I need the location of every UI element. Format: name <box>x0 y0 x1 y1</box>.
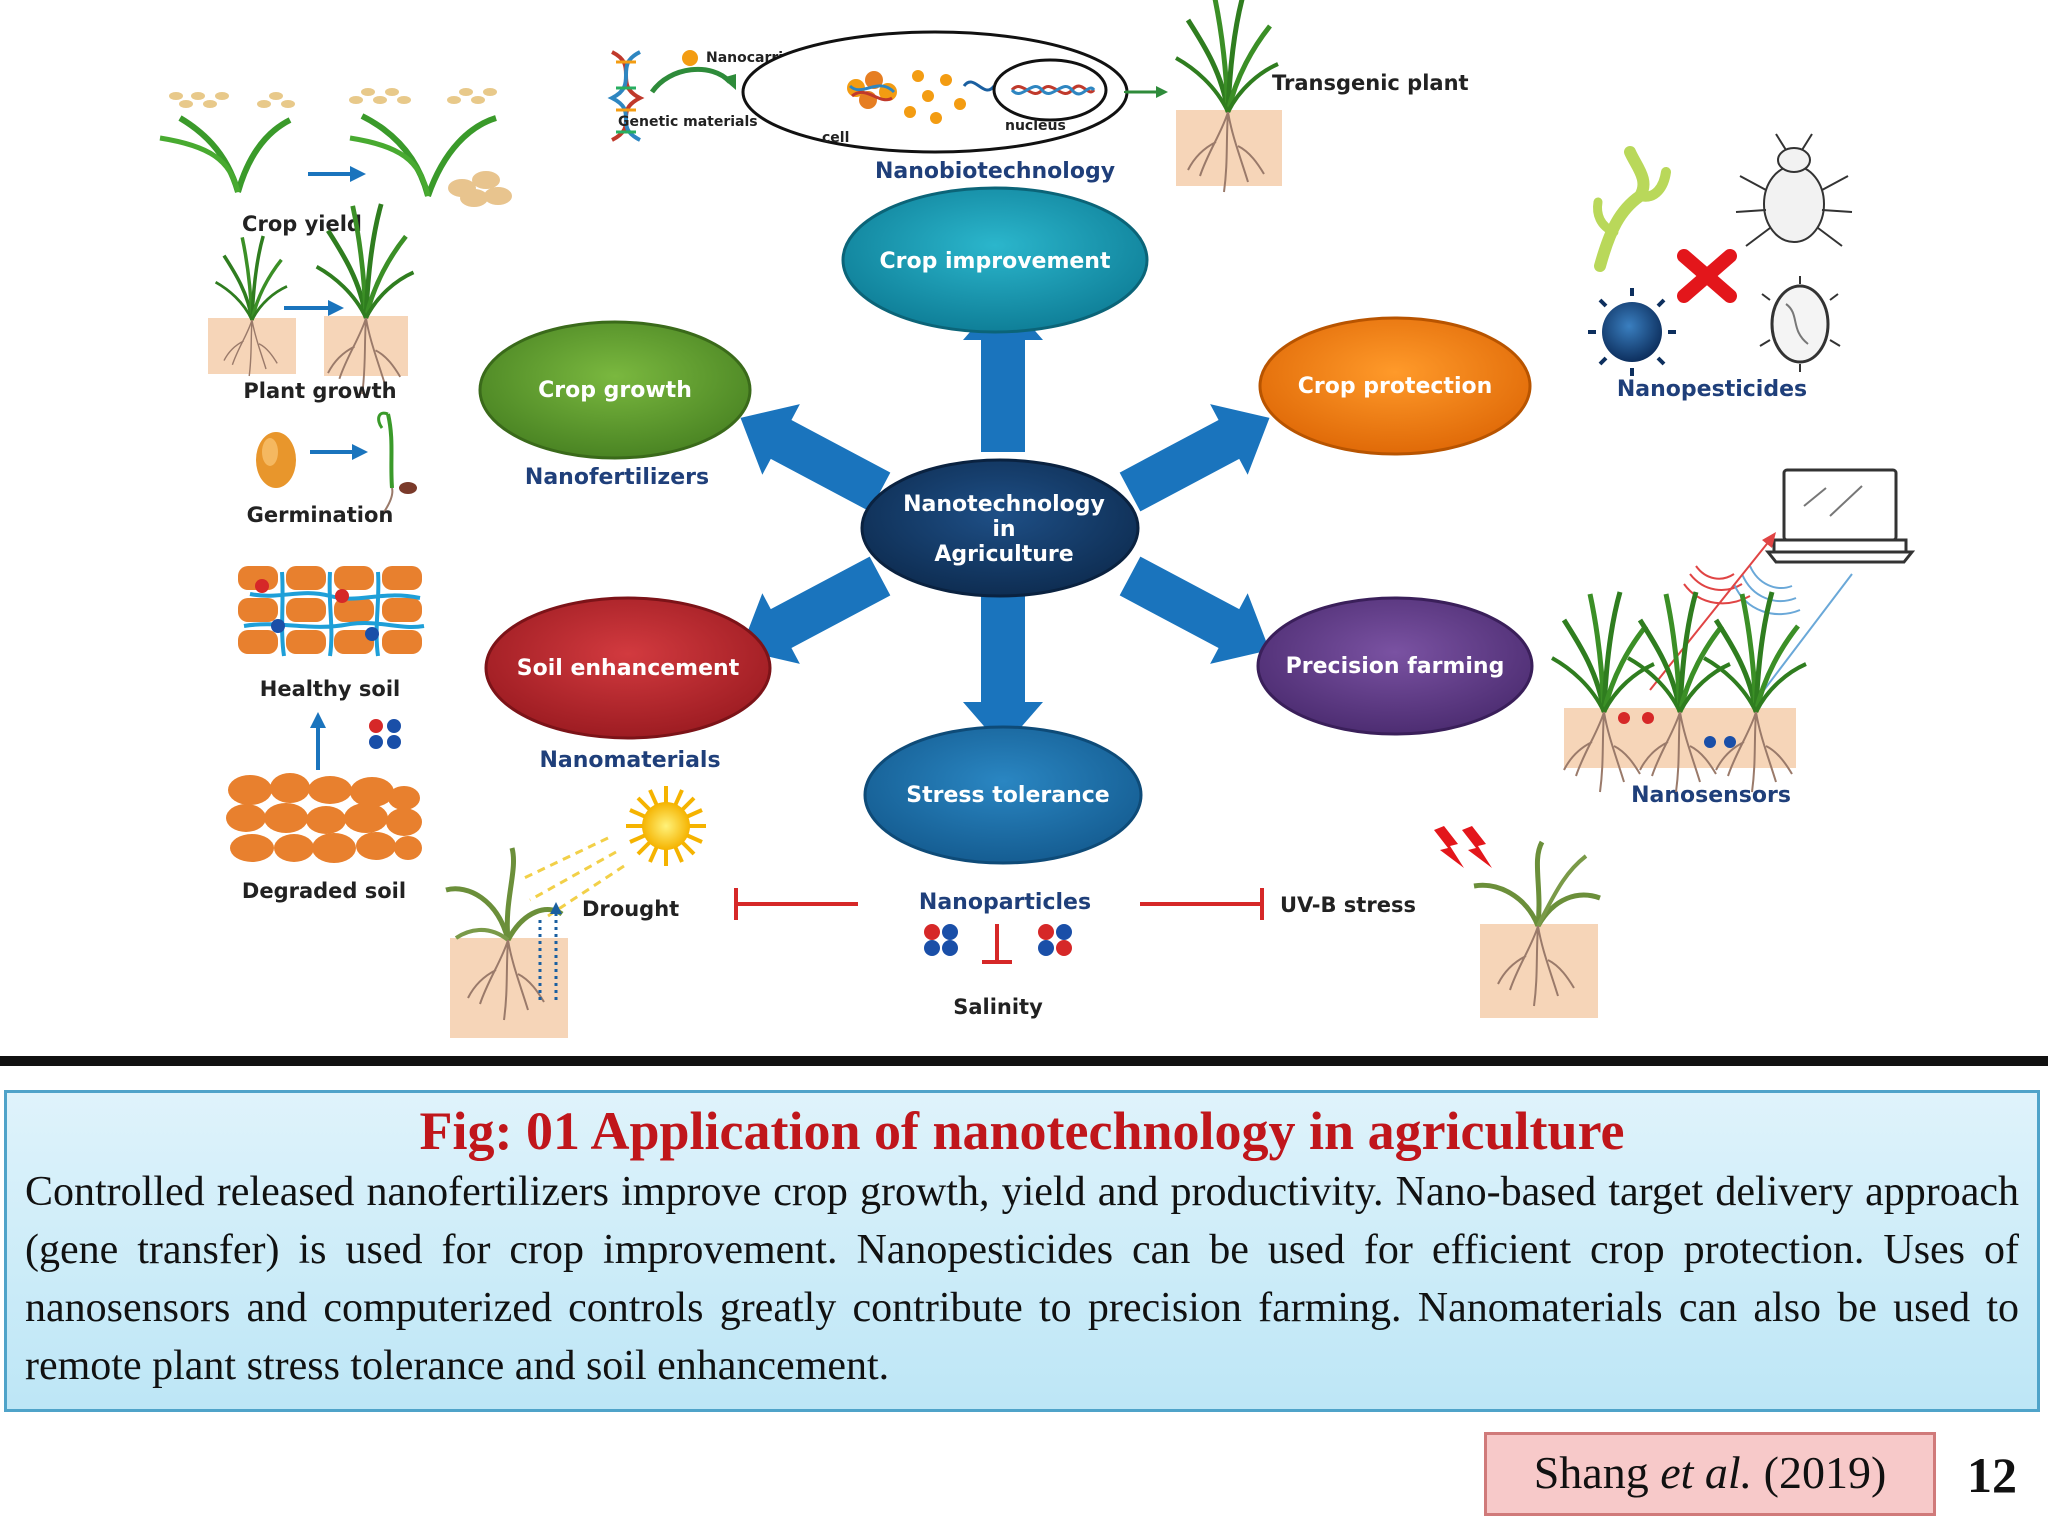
drought-illustration: Drought <box>445 786 706 1038</box>
category-nanofertilizers: Nanofertilizers <box>525 465 709 490</box>
category-nanomaterials: Nanomaterials <box>539 748 720 773</box>
node-soil-enhancement-label: Soil enhancement <box>517 656 740 681</box>
nanosensors-illustration <box>1552 468 1916 793</box>
caption-box: Fig: 01 Application of nanotechnology in… <box>4 1090 2040 1412</box>
nanopesticides-illustration <box>1588 133 1853 376</box>
lightning-icon <box>1434 826 1492 868</box>
uvb-illustration <box>1434 826 1601 1018</box>
label-transgenic-plant: Transgenic plant <box>1272 71 1469 95</box>
hub-line-3: Agriculture <box>934 542 1073 567</box>
node-precision-farming: Precision farming <box>1256 596 1534 736</box>
stressed-plant-icon <box>1473 840 1601 1007</box>
node-crop-protection-label: Crop protection <box>1298 374 1493 399</box>
rice-plant-icon <box>349 88 512 207</box>
germination-illustration: Germination <box>247 411 417 527</box>
bacteria-icon <box>1759 276 1841 372</box>
category-nanopesticides: Nanopesticides <box>1617 377 1807 402</box>
label-salinity: Salinity <box>953 995 1043 1019</box>
caption-title: Fig: 01 Application of nanotechnology in… <box>419 1101 1625 1161</box>
hub-line-2: in <box>992 517 1015 542</box>
label-nucleus: nucleus <box>1005 118 1066 134</box>
caption-body: Controlled released nanofertilizers impr… <box>25 1169 2019 1389</box>
dna-icon <box>607 50 645 142</box>
node-stress-tolerance-label: Stress tolerance <box>906 783 1109 808</box>
label-crop-yield: Crop yield <box>242 212 362 236</box>
nanotech-diagram: Nanotechnology in Agriculture Crop impro… <box>159 0 1916 1038</box>
sun-icon <box>626 786 706 866</box>
inhibition-lines <box>734 888 1264 964</box>
bug-icon <box>1735 133 1853 247</box>
hub-line-1: Nanotechnology <box>903 492 1105 517</box>
node-precision-farming-label: Precision farming <box>1286 654 1505 679</box>
label-degraded-soil: Degraded soil <box>242 879 406 903</box>
virus-icon <box>1588 288 1676 376</box>
node-stress-tolerance: Stress tolerance <box>863 725 1143 865</box>
arrow-to-crop-protection <box>1111 382 1289 528</box>
nanoparticles-icon <box>369 719 401 749</box>
label-germination: Germination <box>247 503 394 527</box>
node-crop-protection: Crop protection <box>1258 316 1532 456</box>
citation-etal: et al. <box>1660 1447 1753 1498</box>
label-uvb-stress: UV-B stress <box>1280 893 1416 917</box>
node-crop-improvement: Crop improvement <box>841 186 1149 334</box>
plant-growth-illustration: Plant growth <box>208 204 414 403</box>
category-nanosensors: Nanosensors <box>1631 783 1791 808</box>
label-healthy-soil: Healthy soil <box>260 677 401 701</box>
label-genetic-materials: Genetic materials <box>618 114 758 130</box>
label-cell: cell <box>822 130 849 146</box>
nucleus-icon <box>992 58 1108 122</box>
fungus-icon <box>1593 146 1671 272</box>
cross-icon <box>1677 249 1737 303</box>
hub-node: Nanotechnology in Agriculture <box>860 458 1140 598</box>
citation-box: Shang et al. (2019) <box>1484 1432 1936 1516</box>
node-crop-growth: Crop growth <box>478 320 752 460</box>
node-crop-growth-label: Crop growth <box>538 378 692 403</box>
healthy-soil-illustration: Healthy soil <box>238 566 425 770</box>
degraded-soil-illustration <box>226 773 422 863</box>
rice-plant-icon <box>159 92 295 193</box>
crop-yield-illustration: Crop yield <box>159 88 512 236</box>
nanoparticles-icon <box>924 924 958 956</box>
divider-rule <box>0 1056 2048 1066</box>
category-nanoparticles: Nanoparticles <box>919 890 1091 915</box>
citation-year: (2019) <box>1763 1447 1887 1498</box>
node-crop-improvement-label: Crop improvement <box>880 249 1111 274</box>
citation-author: Shang <box>1533 1447 1649 1498</box>
computer-icon <box>1764 468 1916 564</box>
nanocarrier-cluster-icon <box>847 70 966 124</box>
node-soil-enhancement: Soil enhancement <box>484 596 772 740</box>
category-nanobiotechnology: Nanobiotechnology <box>875 159 1115 184</box>
label-drought: Drought <box>582 897 679 921</box>
page-number: 12 <box>1967 1447 2017 1503</box>
nanocarrier-dot <box>682 50 698 66</box>
seedling-icon <box>377 411 417 513</box>
gene-transfer-illustration: Nanocarriers Genetic materials cell nucl… <box>607 0 1469 193</box>
arrow-to-stress-tolerance <box>963 590 1043 748</box>
label-plant-growth: Plant growth <box>243 379 396 403</box>
nanoparticles-icon <box>1038 924 1072 956</box>
